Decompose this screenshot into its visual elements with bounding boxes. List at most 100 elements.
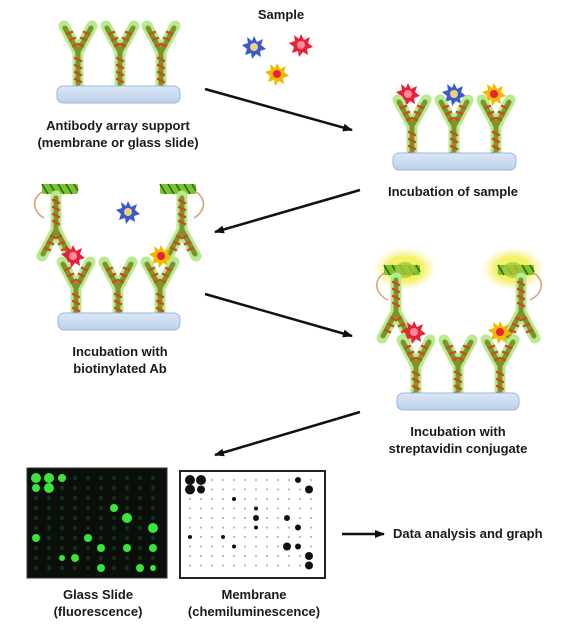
membrane-spot [188, 497, 192, 501]
membrane-spot [276, 478, 280, 482]
fluorescence-spot [32, 534, 40, 542]
fluorescence-spot [150, 515, 156, 521]
membrane-spot [287, 535, 291, 539]
fluorescence-spot [46, 515, 52, 521]
fluorescence-spot [59, 525, 65, 531]
membrane-spot [210, 507, 214, 510]
fluorescence-spot [72, 545, 78, 551]
step4-label-line2: streptavidin conjugate [388, 441, 528, 456]
fluorescence-spot [85, 565, 91, 571]
membrane-spot [276, 516, 280, 520]
array-support [57, 312, 181, 331]
membrane-spot [188, 516, 192, 520]
membrane-spot [298, 564, 302, 567]
fluorescence-spot [150, 565, 156, 571]
fluorescence-spot [58, 474, 66, 482]
membrane-spot [199, 535, 203, 539]
fluorescence-spot [71, 554, 79, 562]
fluorescence-spot [111, 475, 117, 481]
membrane-spot [298, 497, 302, 501]
fluorescence-spot [44, 483, 54, 493]
membrane-spot [199, 497, 203, 501]
fluorescence-spot [72, 525, 78, 531]
membrane-spot [287, 478, 291, 482]
membrane-spot [283, 542, 291, 551]
membrane-spot [210, 564, 214, 567]
fluorescence-spot [46, 525, 52, 531]
membrane-spot [276, 554, 280, 558]
fluorescence-spot [137, 515, 143, 521]
membrane-spot [265, 535, 269, 539]
fluorescence-spot [33, 495, 39, 501]
membrane-spot [265, 564, 269, 567]
membrane-spot [221, 516, 225, 520]
membrane-spot [243, 554, 247, 558]
fluorescence-spot [124, 565, 130, 571]
membrane-spot [210, 488, 214, 491]
antibody-icon [398, 100, 426, 160]
array-support [56, 85, 181, 104]
step3-label-line1: Incubation with [72, 344, 168, 359]
fluorescence-spot [98, 475, 104, 481]
membrane-spot [265, 497, 269, 501]
step1-label: Antibody array support (membrane or glas… [28, 117, 208, 151]
fluorescence-spot [124, 525, 130, 531]
glass-slide-label-line1: Glass Slide [62, 587, 134, 602]
step1-antibodies [64, 26, 175, 86]
step3-label-line2: biotinylated Ab [73, 361, 167, 376]
membrane-spot [188, 526, 192, 529]
fluorescence-spot [111, 545, 117, 551]
fluorescence-spot [137, 485, 143, 491]
membrane-spot [232, 526, 236, 529]
membrane-spot [284, 515, 290, 521]
membrane-spot [199, 507, 203, 510]
antibody-icon [444, 340, 472, 400]
fluorescence-spot [150, 535, 156, 541]
fluorescence-spot [111, 495, 117, 501]
fluorescence-spot [59, 545, 65, 551]
membrane-spot [188, 564, 192, 567]
fluorescence-spot [137, 495, 143, 501]
membrane-spot [265, 488, 269, 491]
membrane-spot [232, 488, 236, 491]
fluorescence-spot [111, 555, 117, 561]
fluorescence-spot [59, 505, 65, 511]
membrane-spot [188, 535, 192, 539]
fluorescence-spot [72, 485, 78, 491]
membrane-label-line1: Membrane [221, 587, 287, 602]
fluorescence-spot [98, 485, 104, 491]
membrane-spot [199, 516, 203, 520]
membrane-spot [221, 564, 225, 567]
fluorescence-spot [59, 565, 65, 571]
glass-slide-label: Glass Slide (fluorescence) [28, 586, 168, 620]
sample-antigens [242, 34, 313, 86]
membrane-spot [287, 564, 291, 567]
membrane-spot [253, 515, 259, 521]
fluorescence-spot [85, 525, 91, 531]
membrane-spot [305, 561, 313, 570]
membrane-spot [210, 554, 214, 558]
antibody-icon [42, 196, 70, 256]
fluorescence-spot [72, 565, 78, 571]
membrane-spot [188, 554, 192, 558]
membrane-spot [276, 488, 280, 491]
membrane-spot [221, 478, 225, 482]
membrane-spot [243, 497, 247, 501]
fluorescence-spot [123, 544, 131, 552]
antibody-icon [147, 26, 175, 86]
fluorescence-spot [137, 545, 143, 551]
fluorescence-spot [137, 555, 143, 561]
membrane-spot [210, 526, 214, 529]
step1-label-line2: (membrane or glass slide) [37, 135, 199, 150]
step2-antibodies [396, 83, 510, 160]
fluorescence-spot [150, 555, 156, 561]
membrane-spot [298, 516, 302, 520]
fluorescence-spot [46, 565, 52, 571]
membrane-spot [221, 554, 225, 558]
glass-slide-image [26, 467, 168, 579]
membrane-spot [254, 525, 258, 530]
fluorescence-spot [124, 505, 130, 511]
membrane-spot [254, 478, 258, 482]
membrane-spot [254, 535, 258, 539]
